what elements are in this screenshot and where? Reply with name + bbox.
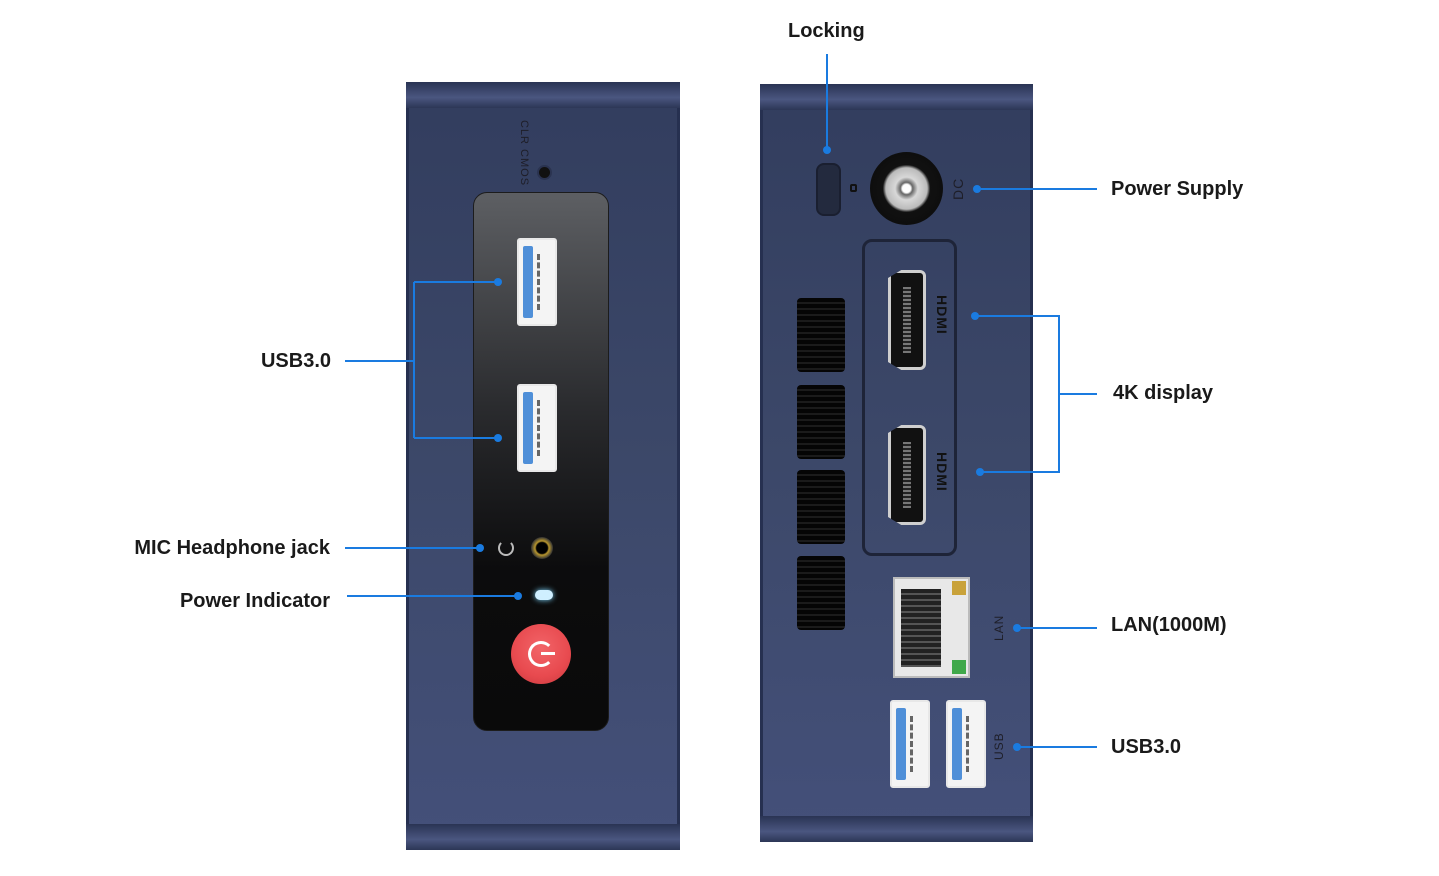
label-power-supply: Power Supply bbox=[1111, 178, 1244, 200]
power-button[interactable] bbox=[511, 624, 571, 684]
vent bbox=[797, 470, 845, 544]
label-usb-rear: USB3.0 bbox=[1111, 736, 1182, 758]
lock-slot[interactable] bbox=[816, 163, 841, 216]
vent bbox=[797, 556, 845, 630]
label-lan: LAN(1000M) bbox=[1111, 614, 1227, 636]
usb-front-callout bbox=[345, 281, 498, 439]
label-locking: Locking bbox=[788, 20, 865, 42]
hdmi-port-2[interactable] bbox=[888, 425, 926, 525]
mic-icon bbox=[498, 540, 514, 556]
vent bbox=[797, 298, 845, 372]
top-edge bbox=[760, 84, 1033, 110]
headphone-jack[interactable] bbox=[531, 537, 553, 559]
clr-cmos-hole bbox=[539, 167, 550, 178]
hdmi-bay bbox=[862, 239, 957, 556]
front-usb-port-1[interactable] bbox=[517, 238, 557, 326]
label-4k-display: 4K display bbox=[1113, 382, 1214, 404]
front-usb-port-2[interactable] bbox=[517, 384, 557, 472]
top-edge bbox=[406, 82, 680, 108]
vent bbox=[797, 385, 845, 459]
label-mic-headphone: MIC Headphone jack bbox=[134, 537, 330, 559]
lan-port[interactable] bbox=[893, 577, 970, 678]
hdmi-port-1[interactable] bbox=[888, 270, 926, 370]
bottom-edge bbox=[760, 816, 1033, 842]
power-indicator-led bbox=[535, 590, 553, 600]
rear-usb-port-2[interactable] bbox=[946, 700, 986, 788]
label-usb-front: USB3.0 bbox=[260, 350, 331, 372]
lan-led-yellow bbox=[952, 581, 966, 595]
lock-icon bbox=[850, 184, 857, 192]
dc-power-jack[interactable] bbox=[870, 152, 943, 225]
display-callout bbox=[975, 315, 1097, 473]
rear-usb-port-1[interactable] bbox=[890, 700, 930, 788]
lan-led-green bbox=[952, 660, 966, 674]
bottom-edge bbox=[406, 824, 680, 850]
power-icon bbox=[528, 641, 554, 667]
label-power-indicator: Power Indicator bbox=[179, 590, 330, 612]
